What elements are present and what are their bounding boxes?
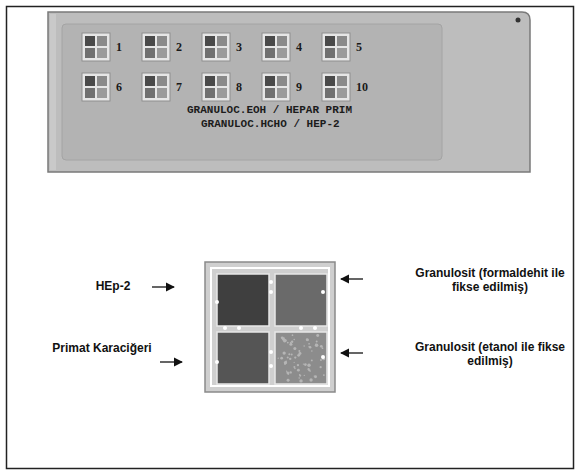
- frame: [7, 7, 574, 469]
- slide-edge: [50, 14, 56, 170]
- slide-imprint: GRANULOC.HCHO / HEP-2: [201, 118, 340, 130]
- leader-arrow: [341, 278, 363, 279]
- leader-arrow: [341, 352, 363, 353]
- slide-well: [142, 73, 170, 101]
- leader-arrow: [160, 361, 182, 362]
- callout-number: 5: [356, 40, 362, 55]
- slide: [48, 12, 530, 172]
- slide-body: [48, 12, 530, 172]
- callout-number: 4: [296, 40, 302, 55]
- region-label: Granulosit (etanol ile fikse edilmiş): [412, 340, 568, 369]
- slide-imprint: GRANULOC.EOH / HEPAR PRIM: [187, 104, 352, 116]
- callout-number: 8: [236, 80, 242, 95]
- slide-well: [322, 73, 350, 101]
- slide-well: [322, 33, 350, 61]
- callout-number: 10: [356, 80, 368, 95]
- callout-number: 2: [176, 40, 182, 55]
- slide-panel: [62, 24, 442, 160]
- slide-dot: [516, 18, 521, 23]
- slide-well: [142, 33, 170, 61]
- callout-number: 7: [176, 80, 182, 95]
- slide-well: [262, 33, 290, 61]
- callout-number: 9: [296, 80, 302, 95]
- slide-well: [202, 33, 230, 61]
- callout-number: 1: [116, 40, 122, 55]
- leader-arrow: [152, 286, 174, 287]
- slide-well: [82, 33, 110, 61]
- slide-well: [202, 73, 230, 101]
- zoomed-well: [205, 262, 335, 392]
- slide-well: [262, 73, 290, 101]
- region-label: Primat Karaciğeri: [50, 341, 154, 355]
- callout-number: 3: [236, 40, 242, 55]
- region-label: HEp-2: [80, 279, 146, 293]
- region-label: Granulosit (formaldehit ile fikse edilmi…: [412, 266, 568, 295]
- slide-well: [82, 73, 110, 101]
- callout-number: 6: [116, 80, 122, 95]
